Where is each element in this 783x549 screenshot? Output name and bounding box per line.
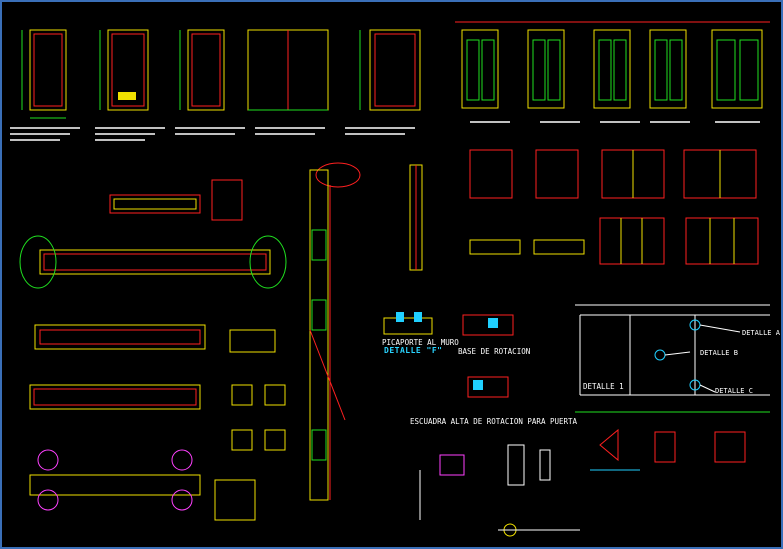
label-escuadra: ESCUADRA ALTA DE ROTACION PARA PUERTA bbox=[410, 417, 578, 426]
label-detalle-f: DETALLE "F" bbox=[384, 346, 443, 355]
hardware-details bbox=[383, 312, 580, 537]
notes-text bbox=[10, 121, 760, 141]
label-detalle-a: DETALLE A bbox=[742, 329, 780, 337]
label-picaporte: PICAPORTE AL MURO bbox=[382, 338, 459, 347]
plan-details bbox=[469, 149, 759, 265]
bottom-right-details bbox=[590, 428, 746, 471]
glazed-door-elevations bbox=[455, 21, 770, 109]
partition-elevation bbox=[575, 304, 770, 413]
label-base-rotacion: BASE DE ROTACION bbox=[458, 347, 531, 356]
label-detalle-c: DETALLE C bbox=[715, 387, 753, 395]
label-detalle-1: DETALLE 1 bbox=[583, 382, 624, 391]
label-detalle-b: DETALLE B bbox=[700, 349, 738, 357]
door-elevations-group bbox=[21, 29, 421, 119]
section-details bbox=[19, 179, 287, 521]
vertical-section bbox=[309, 162, 423, 501]
